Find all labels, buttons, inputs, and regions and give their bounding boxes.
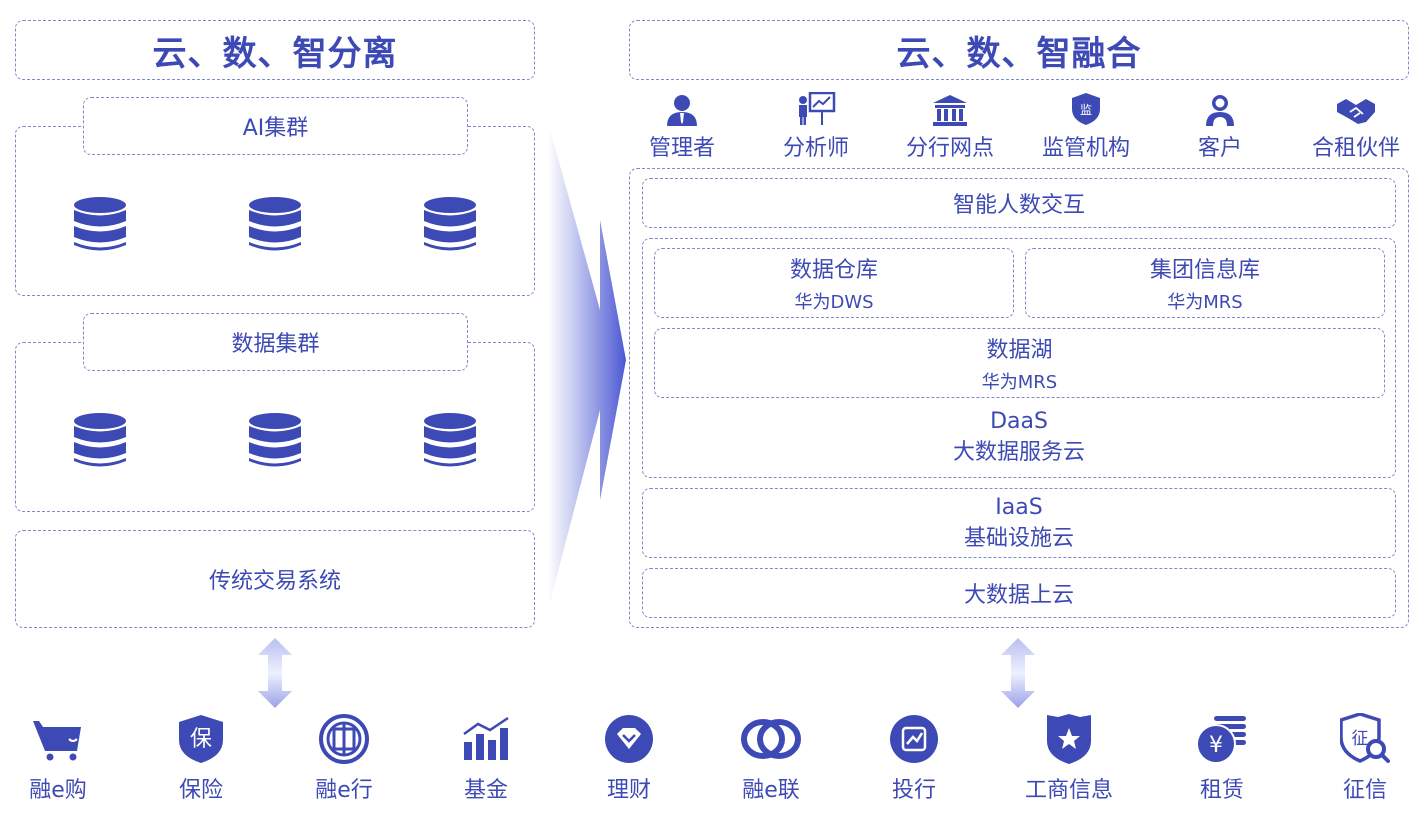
bigdata-cloud-layer: 大数据上云 — [642, 568, 1396, 618]
bank-branch-icon — [933, 95, 967, 126]
role-bank-branch: 分行网点 — [890, 90, 1010, 162]
app-rongexing: 融e行 — [289, 712, 399, 804]
daas-line1: DaaS — [990, 408, 1048, 434]
app-business-info: 工商信息 — [1014, 712, 1124, 804]
ai-cluster-label: AI集群 — [242, 116, 309, 141]
legacy-system-box: 传统交易系统 — [15, 530, 535, 628]
database-icon — [249, 413, 301, 467]
group-info-name: 集团信息库 — [1149, 258, 1260, 283]
right-title-box: 云、数、智融合 — [629, 20, 1409, 80]
database-icon — [424, 197, 476, 251]
role-label: 合租伙伴 — [1311, 136, 1400, 161]
database-icon — [249, 197, 301, 251]
link-rings-icon — [741, 719, 801, 759]
iaas-line2: 基础设施云 — [963, 525, 1074, 551]
right-double-arrow-icon — [1001, 638, 1035, 708]
dws-box: 数据仓库 华为DWS — [654, 248, 1014, 318]
database-icon — [74, 197, 126, 251]
svg-text:¥: ¥ — [1209, 733, 1223, 758]
shopping-cart-icon — [33, 721, 81, 761]
left-double-arrow-icon — [258, 638, 292, 708]
customers-icon — [1206, 95, 1234, 126]
group-info-box: 集团信息库 华为MRS — [1025, 248, 1385, 318]
app-rongegou: 融e购 — [3, 712, 113, 804]
app-leasing: ¥ 租赁 — [1167, 712, 1277, 804]
regulator-shield-icon: 监 — [1072, 93, 1100, 125]
badge-star-icon — [1047, 714, 1091, 764]
investment-icon — [890, 715, 938, 763]
database-icon — [424, 413, 476, 467]
app-label: 租赁 — [1199, 778, 1244, 803]
app-fund: 基金 — [431, 712, 541, 804]
bigdata-cloud-label: 大数据上云 — [963, 583, 1074, 608]
datalake-sub: 华为MRS — [981, 372, 1058, 393]
app-label: 投行 — [891, 778, 936, 803]
role-regulator: 监 监管机构 — [1026, 90, 1146, 162]
role-label: 监管机构 — [1041, 136, 1130, 161]
bank-coin-icon — [319, 714, 369, 764]
app-insurance: 保 保险 — [146, 712, 256, 804]
app-label: 征信 — [1342, 778, 1387, 803]
app-label: 工商信息 — [1024, 778, 1113, 803]
role-label: 分行网点 — [905, 136, 994, 161]
handshake-icon — [1337, 99, 1375, 124]
datalake-box: 数据湖 华为MRS — [654, 328, 1385, 398]
role-label: 管理者 — [648, 136, 715, 161]
app-credit: 征 征信 — [1310, 712, 1420, 804]
role-label: 分析师 — [782, 136, 849, 161]
daas-label-group: DaaS 大数据服务云 — [642, 404, 1396, 470]
iaas-layer: IaaS 基础设施云 — [642, 488, 1396, 558]
legacy-system-label: 传统交易系统 — [208, 569, 341, 594]
database-icon — [74, 413, 126, 467]
role-label: 客户 — [1197, 136, 1242, 161]
diamond-icon — [605, 715, 653, 763]
growth-chart-icon — [463, 716, 509, 760]
app-label: 融e行 — [315, 778, 373, 803]
app-label: 融e联 — [742, 778, 800, 803]
right-title: 云、数、智融合 — [896, 33, 1142, 74]
iaas-line1: IaaS — [995, 494, 1043, 520]
role-customer: 客户 — [1160, 90, 1280, 162]
app-label: 基金 — [463, 778, 508, 803]
app-label: 融e购 — [29, 778, 87, 803]
group-info-sub: 华为MRS — [1167, 292, 1243, 313]
credit-search-icon: 征 — [1340, 713, 1390, 763]
dws-name: 数据仓库 — [789, 258, 878, 283]
role-partner: 合租伙伴 — [1296, 90, 1416, 162]
insurance-shield-icon: 保 — [179, 715, 223, 763]
ai-cluster-label-box: AI集群 — [83, 97, 468, 155]
app-investment: 投行 — [859, 712, 969, 804]
dws-sub: 华为DWS — [794, 292, 874, 313]
daas-line2: 大数据服务云 — [952, 439, 1085, 465]
svg-text:保: 保 — [190, 727, 212, 752]
datalake-name: 数据湖 — [986, 338, 1053, 363]
role-analyst: 分析师 — [756, 90, 876, 162]
data-cluster-label: 数据集群 — [231, 332, 320, 357]
data-cluster-label-box: 数据集群 — [83, 313, 468, 371]
interaction-layer: 智能人数交互 — [642, 178, 1396, 228]
left-title-box: 云、数、智分离 — [15, 20, 535, 80]
yen-coins-icon: ¥ — [1196, 716, 1246, 764]
left-title: 云、数、智分离 — [152, 33, 398, 74]
svg-text:征: 征 — [1352, 729, 1369, 749]
interaction-label: 智能人数交互 — [952, 193, 1085, 218]
manager-icon — [667, 95, 697, 126]
svg-text:监: 监 — [1080, 103, 1092, 117]
analyst-icon — [799, 92, 836, 125]
transition-arrow — [548, 122, 626, 610]
app-label: 理财 — [606, 778, 651, 803]
app-rongelian: 融e联 — [716, 712, 826, 804]
app-wealth: 理财 — [574, 712, 684, 804]
role-manager: 管理者 — [622, 90, 742, 162]
app-label: 保险 — [178, 778, 223, 803]
